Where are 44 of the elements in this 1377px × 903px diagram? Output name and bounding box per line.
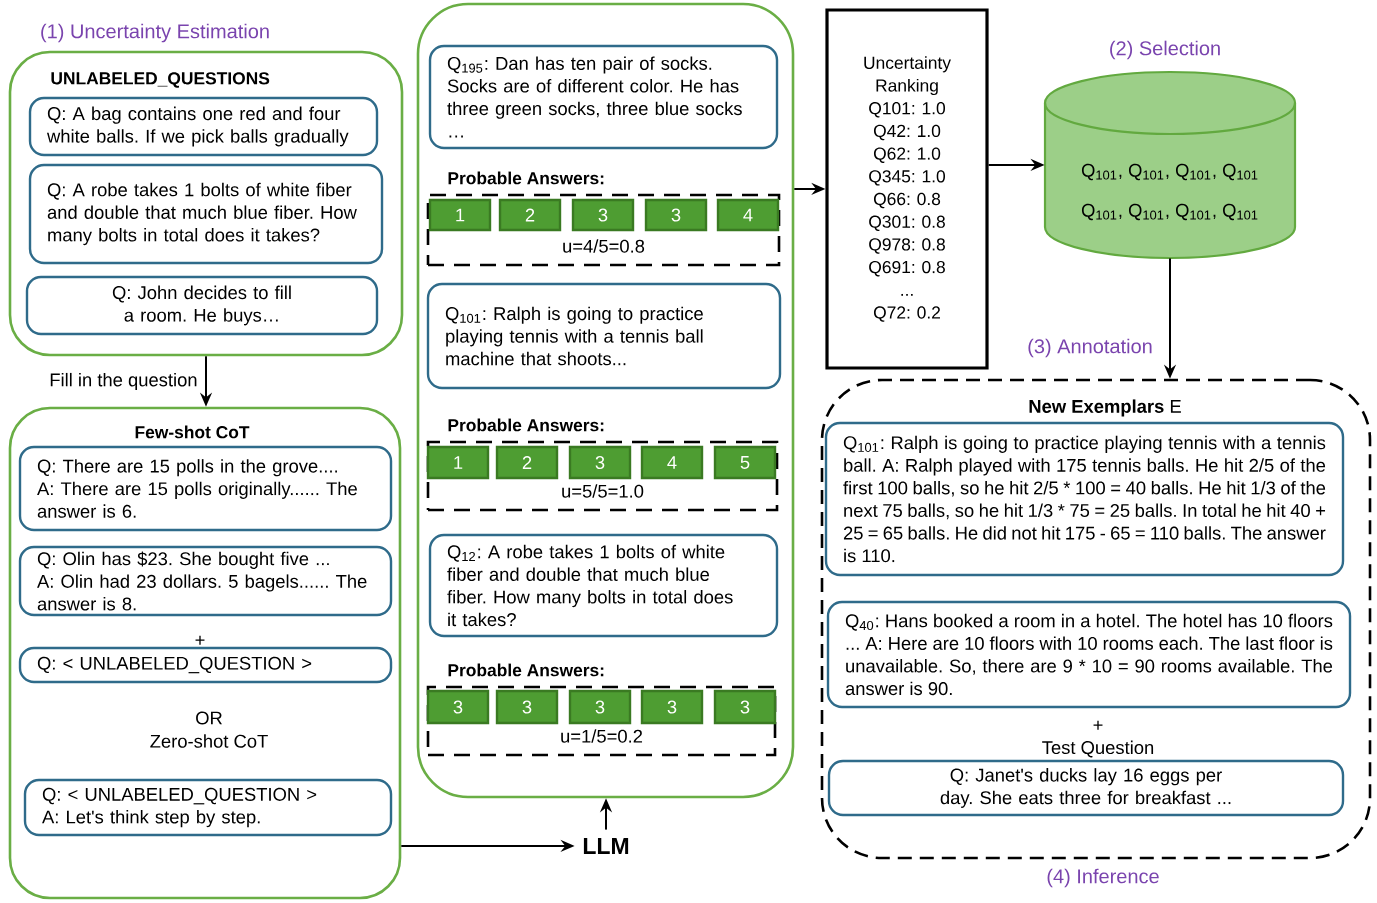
text-label: Test Question [1042,740,1154,758]
question-box: Q$_{195}$: Dan has ten pair of socks. Socks are of different color. He has three green socks, three blue socks … [428,44,779,150]
model-label: LLM [583,838,629,854]
question-box: Q$_{101}$: Ralph is going to practice playing tennis with a tennis ball. A: Ralph played with 175 tennis balls. He hit 2/5 of the first 100 balls, so he hit 2/5 * 100 = 40 balls. He hit 1/3 of the next 75 balls, so he hit 1/3 * 75 = 25 balls. In total he hit 40 + 25 = 65 balls. He did not hit 175 - 65 = 110 balls. The answer is 110. [824,421,1345,577]
question-box: Q: There are 15 polls in the grove.... A: There are 15 polls originally...... The answer is 6. [18,445,393,532]
question-box: Q: John decides to fill a room. He buys… [25,275,379,336]
answer-chip: 5 [713,445,777,480]
answer-chip: 2 [495,445,559,480]
answer-chip: 2 [498,198,562,232]
answer-chip: 3 [640,689,704,725]
stage-title: (3) Annotation [1028,338,1152,358]
edge-label: Fill in the question [50,372,197,391]
database-cylinder: Q$_{101}$, Q$_{101}$, Q$_{101}$, Q$_{101}$ Q$_{101}$, Q$_{101}$, Q$_{101}$, Q$_{101}$ [1043,70,1297,260]
answer-chip: 3 [568,445,632,480]
question-box: Q: Olin has $23. She bought five ... A: Olin had 23 dollars. 5 bagels...... The answer is 8. [18,545,393,617]
answer-chip: 3 [571,198,635,232]
text-label: Zero-shot CoT [150,734,268,748]
answer-chip: 1 [428,198,492,232]
question-box: Q$_{12}$: A robe takes 1 bolts of white fiber and double that much blue fiber. How many bolts in total does it takes? [428,533,779,638]
plus-sign: + [1093,720,1103,730]
panel [416,2,795,799]
answer-chip: 3 [644,198,708,232]
question-box: Q: < UNLABELED_QUESTION > A: Let's think step by step. [23,778,393,837]
question-box: Q$_{101}$: Ralph is going to practice playing tennis with a tennis ball machine that shoots... [426,282,782,390]
stage-title: (4) Inference [1047,868,1159,888]
answer-chip: 3 [568,689,632,725]
answer-chip: 3 [495,689,559,725]
answer-chip: 4 [640,445,704,480]
question-box: Q: A bag contains one red and four white balls. If we pick balls gradually [28,96,379,157]
answer-chip: 4 [716,198,780,232]
section-heading: Probable Answers: [448,171,604,185]
ranking-box: Uncertainty Ranking Q101: 1.0 Q42: 1.0 Q62: 1.0 Q345: 1.0 Q66: 0.8 Q301: 0.8 Q978: 0.8 Q691: 0.8 ... Q72: 0.2 [825,8,989,370]
answer-chip: 1 [426,445,490,480]
question-box: Q: < UNLABELED_QUESTION > [18,646,393,684]
answer-chip: 3 [426,689,490,725]
text-label: OR [196,711,222,725]
section-heading: Probable Answers: [448,663,604,677]
question-box: Q: A robe takes 1 bolts of white fiber and double that much blue fiber. How many bolts in total does it takes? [28,163,384,265]
stage-title: (1) Uncertainty Estimation [41,23,269,43]
plus-sign: + [195,635,205,645]
answer-chip: 3 [713,689,777,725]
section-heading: Probable Answers: [448,418,604,432]
question-box: Q: Janet's ducks lay 16 eggs per day. She eats three for breakfast ... [827,759,1345,817]
question-box: Q$_{40}$: Hans booked a room in a hotel. The hotel has 10 floors ... A: Here are 10 floors with 10 rooms each. The last floor is unavailable. So, there are 9 * 10 = 90 rooms available. The answer is 90. [826,600,1352,709]
